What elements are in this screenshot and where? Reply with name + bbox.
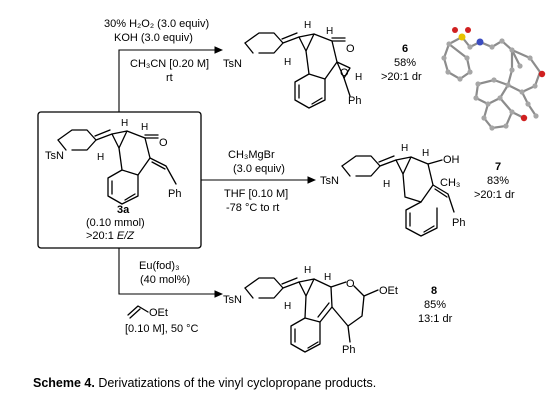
ph-label: Ph bbox=[168, 188, 181, 200]
ts-label: TsN bbox=[45, 150, 64, 162]
conditions-reaction-3: Eu(fod)₃ (40 mol%) OEt [0.10 M], 50 °C bbox=[125, 260, 199, 335]
selectivity-text: >20:1 dr bbox=[474, 189, 515, 201]
reagent-text: KOH (3.0 equiv) bbox=[114, 32, 193, 44]
h-label: H bbox=[355, 72, 362, 83]
oxygen-atom bbox=[465, 27, 471, 33]
reagent-text: (3.0 equiv) bbox=[233, 163, 285, 175]
scheme-caption: Scheme 4. Derivatizations of the vinyl c… bbox=[33, 376, 533, 390]
arrow-to-8 bbox=[118, 248, 224, 298]
h-label: H bbox=[284, 301, 291, 312]
selectivity-text: >20:1 dr bbox=[381, 71, 422, 83]
caption-text: Derivatizations of the vinyl cyclopropan… bbox=[94, 376, 377, 390]
yield-text: 83% bbox=[487, 175, 509, 187]
arrow-to-6 bbox=[118, 46, 224, 112]
reagent-text: (40 mol%) bbox=[140, 274, 190, 286]
ts-label: TsN bbox=[320, 175, 339, 187]
product-7-result: 7 83% >20:1 dr bbox=[474, 161, 515, 201]
h-label: H bbox=[284, 57, 291, 68]
condition-text: rt bbox=[166, 72, 173, 84]
h-label: H bbox=[324, 272, 331, 283]
product-8-structure: TsN H H H O OEt Ph bbox=[223, 265, 398, 356]
o-label: O bbox=[346, 278, 355, 290]
selectivity-text: 13:1 dr bbox=[418, 313, 453, 325]
product-6-result: 6 58% >20:1 dr bbox=[381, 43, 422, 83]
vinyl-ether-structure bbox=[127, 305, 149, 319]
nitrogen-atom bbox=[476, 38, 484, 46]
condition-text: CH₃CN [0.20 M] bbox=[130, 58, 209, 70]
ts-label: TsN bbox=[223, 58, 242, 70]
o-label: O bbox=[340, 67, 349, 79]
h-label: H bbox=[121, 118, 128, 129]
product-7-structure: TsN H H H OH CH₃ Ph bbox=[320, 143, 465, 237]
methyl-label: CH₃ bbox=[440, 177, 460, 189]
h-label: H bbox=[141, 122, 148, 133]
reagent-text: Eu(fod)₃ bbox=[139, 260, 180, 272]
oxygen-atom bbox=[520, 114, 528, 122]
conditions-reaction-2: CH₃MgBr (3.0 equiv) THF [0.10 M] -78 °C … bbox=[224, 149, 288, 214]
oxygen-atom bbox=[538, 70, 546, 78]
amount-text: (0.10 mmol) bbox=[86, 217, 145, 229]
reagent-text: 30% H₂O₂ (3.0 equiv) bbox=[104, 18, 209, 30]
o-label: O bbox=[346, 43, 355, 55]
h-label: H bbox=[422, 148, 429, 159]
yield-text: 58% bbox=[394, 57, 416, 69]
compound-label: 3a bbox=[117, 204, 130, 216]
condition-text: THF [0.10 M] bbox=[224, 188, 288, 200]
isomer-ratio-text: >20:1 E/Z bbox=[86, 230, 135, 242]
ph-label: Ph bbox=[452, 217, 465, 229]
product-6-structure: TsN H H H O O H Ph bbox=[223, 20, 362, 109]
reaction-arrows bbox=[118, 46, 317, 298]
product-number: 7 bbox=[495, 161, 501, 173]
product-number: 6 bbox=[402, 43, 408, 55]
sulfur-atom bbox=[458, 33, 466, 41]
reagent-text: CH₃MgBr bbox=[228, 149, 275, 161]
h-label: H bbox=[304, 265, 311, 276]
h-label: H bbox=[401, 143, 408, 154]
conditions-reaction-1: 30% H₂O₂ (3.0 equiv) KOH (3.0 equiv) CH₃… bbox=[104, 18, 209, 84]
h-label: H bbox=[97, 152, 104, 163]
oet-label: OEt bbox=[149, 307, 168, 319]
starting-material-3a: TsN H H H O Ph 3a (0.10 mmol) >20:1 E/Z bbox=[37, 111, 202, 249]
reaction-scheme: TsN H H H O Ph 3a (0.10 mmol) >20:1 E/Z … bbox=[37, 18, 546, 356]
oxygen-atom bbox=[452, 27, 458, 33]
caption-label: Scheme 4. bbox=[33, 376, 95, 390]
ts-label: TsN bbox=[223, 294, 242, 306]
yield-text: 85% bbox=[424, 299, 446, 311]
o-label: O bbox=[159, 137, 168, 149]
h-label: H bbox=[326, 26, 333, 37]
ph-label: Ph bbox=[348, 95, 361, 107]
condition-text: -78 °C to rt bbox=[226, 202, 279, 214]
h-label: H bbox=[304, 20, 311, 31]
condition-text: [0.10 M], 50 °C bbox=[125, 323, 199, 335]
product-number: 8 bbox=[431, 285, 437, 297]
ph-label: Ph bbox=[342, 344, 355, 356]
oet-label: OEt bbox=[379, 285, 398, 297]
product-8-result: 8 85% 13:1 dr bbox=[418, 285, 453, 325]
crystal-structure-image bbox=[441, 27, 546, 131]
oh-label: OH bbox=[443, 154, 460, 166]
h-label: H bbox=[383, 179, 390, 190]
